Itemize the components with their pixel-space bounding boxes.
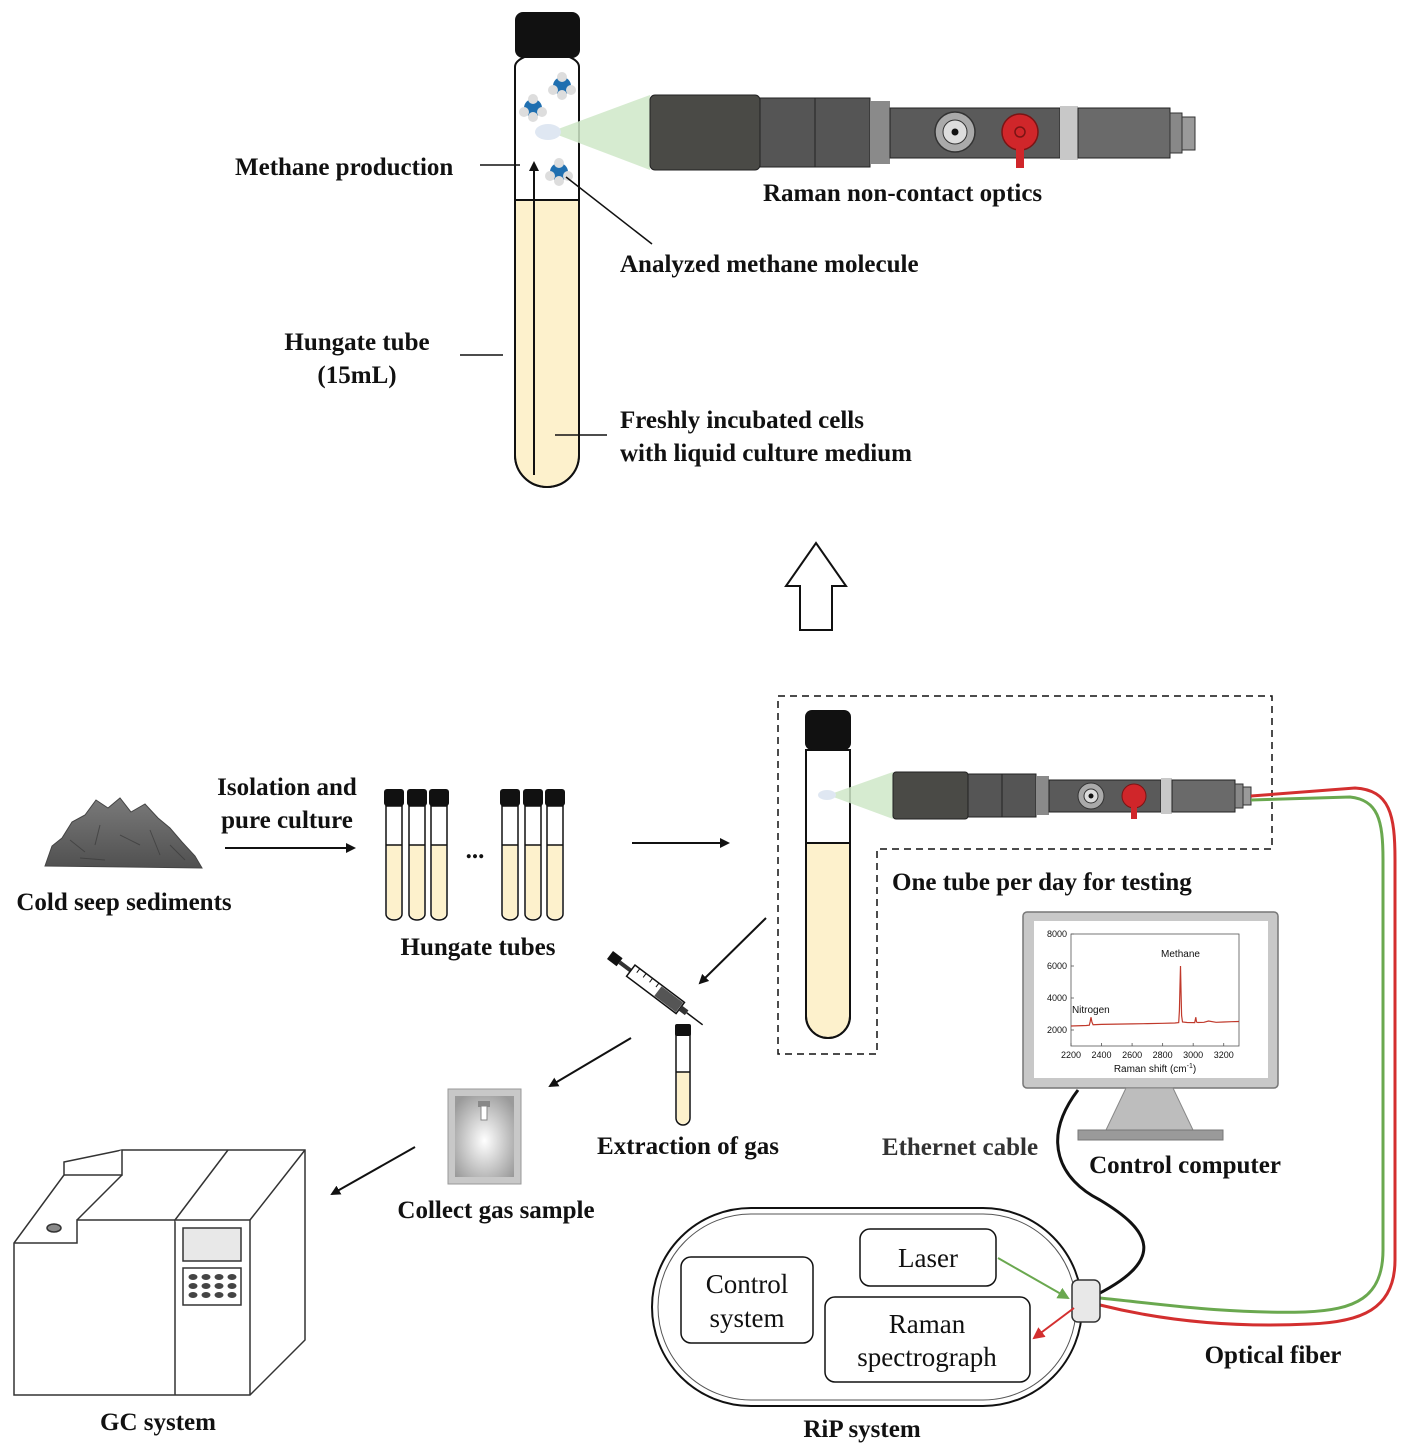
methane-molecule-icon [519,94,547,122]
x-tick-label: 2200 [1061,1050,1081,1060]
control-system-box [680,1256,814,1344]
arrow-to-collect [548,1037,632,1088]
small-hungate-tube [429,789,449,921]
fiber-port [1071,1279,1101,1323]
label-control-computer: Control computer [1089,1152,1281,1179]
y-tick-label: 4000 [1047,993,1067,1003]
spectrum-chart: 2200 2400 2600 2800 3000 3200 2000 4000 6000 8000… [1047,929,1240,1075]
gc-key-button [214,1283,224,1289]
label-hungate-volume: (15mL) [317,362,396,389]
label-ethernet: Ethernet cable [882,1134,1038,1161]
laser-to-port-arrow [997,1257,1070,1299]
optical-fiber-red [1099,786,1397,1327]
label-cells-line2: with liquid culture medium [620,440,912,467]
methane-molecule-icon [548,72,576,100]
gc-key-button [227,1283,237,1289]
raman-probe-small [892,771,1252,820]
chart-frame [1070,933,1240,1047]
test-hungate-tube [805,710,851,1039]
control-system-line1: Control [706,1269,789,1299]
gc-key-button [227,1292,237,1298]
gc-key-button [201,1283,211,1289]
raman-spectrograph-box [824,1296,1031,1383]
arrow-to-gc [330,1146,416,1195]
small-hungate-tube [407,789,427,921]
y-tick-label: 2000 [1047,1025,1067,1035]
spectrum-annotation: Nitrogen [1072,1005,1110,1016]
gas-sample-vial-icon [447,1088,522,1185]
x-axis-label-text: Raman shift (cm [1114,1064,1187,1075]
gc-key-button [201,1274,211,1280]
small-hungate-tube [545,789,565,921]
control-system-line2: system [709,1303,784,1333]
label-hungate-tubes: Hungate tubes [401,934,556,961]
label-methane-production: Methane production [235,154,453,181]
label-isolation-line2: pure culture [221,807,353,834]
gc-key-button [188,1283,198,1289]
probe-red-knob-icon [1001,113,1039,151]
label-cells-line1: Freshly incubated cells [620,407,864,434]
rip-system: Control system Laser Raman spectrograph [651,1207,1101,1407]
raman-spectrograph-line1: Raman [889,1309,966,1339]
gc-key-button [214,1274,224,1280]
hungate-tube-row [384,789,565,921]
methane-molecule-icon [545,158,573,186]
small-hungate-tube [500,789,520,921]
arrow-to-extraction [698,917,767,985]
label-rip-system: RiP system [803,1416,921,1443]
label-hungate-tube: Hungate tube [284,329,429,356]
gc-key-button [201,1292,211,1298]
label-analyzed-molecule: Analyzed methane molecule [620,251,919,278]
spectrum-series-line [1070,965,1240,1027]
label-raman-optics: Raman non-contact optics [763,180,1042,207]
laser-box [859,1228,997,1287]
gc-key-button [227,1274,237,1280]
raman-spectrograph-line2: spectrograph [857,1342,997,1372]
label-extraction: Extraction of gas [597,1133,779,1160]
x-tick-label: 2600 [1122,1050,1142,1060]
x-tick-label: 3200 [1214,1050,1234,1060]
label-optical-fiber: Optical fiber [1205,1342,1342,1369]
x-tick-label: 2800 [1153,1050,1173,1060]
tube-ellipsis: ... [466,837,485,864]
small-hungate-tube [384,789,404,921]
laser-label: Laser [898,1243,958,1273]
optical-fiber-green [1099,795,1385,1314]
gc-key-button [214,1292,224,1298]
laser-beam-small [828,772,893,819]
gc-key-button [188,1292,198,1298]
extraction-vial [675,1024,691,1126]
y-tick-label: 6000 [1047,961,1067,971]
tube-cap [515,12,580,58]
label-cold-seep: Cold seep sediments [16,889,232,916]
testing-region-outline [777,695,1273,1055]
label-collect: Collect gas sample [397,1197,594,1224]
label-one-tube: One tube per day for testing [892,869,1192,896]
spectrum-annotation: Methane [1161,949,1200,960]
gc-keypad [188,1274,237,1298]
port-to-spectrograph-arrow [1032,1307,1075,1340]
y-tick-label: 8000 [1047,929,1067,939]
laser-beam [550,95,650,170]
label-isolation-line1: Isolation and [217,774,357,801]
focal-spot [535,124,561,140]
small-hungate-tube [523,789,543,921]
label-gc-system: GC system [100,1409,216,1436]
x-axis-label: Raman shift (cm-1) [1114,1063,1196,1075]
x-tick-label: 2400 [1092,1050,1112,1060]
raman-probe-large [649,94,1196,171]
x-tick-label: 3000 [1183,1050,1203,1060]
sediment-pile-icon [44,797,203,869]
x-axis-label-sup: -1 [1187,1063,1193,1070]
probe-red-knob-small-icon [1121,783,1147,809]
x-axis-label-end: ) [1193,1064,1196,1075]
gc-system-icon [13,1149,306,1396]
control-computer-monitor [1022,911,1279,1141]
ethernet-cable [1056,1089,1146,1300]
gc-key-button [188,1274,198,1280]
hollow-up-arrow [784,541,848,631]
syringe-icon [606,951,704,1026]
